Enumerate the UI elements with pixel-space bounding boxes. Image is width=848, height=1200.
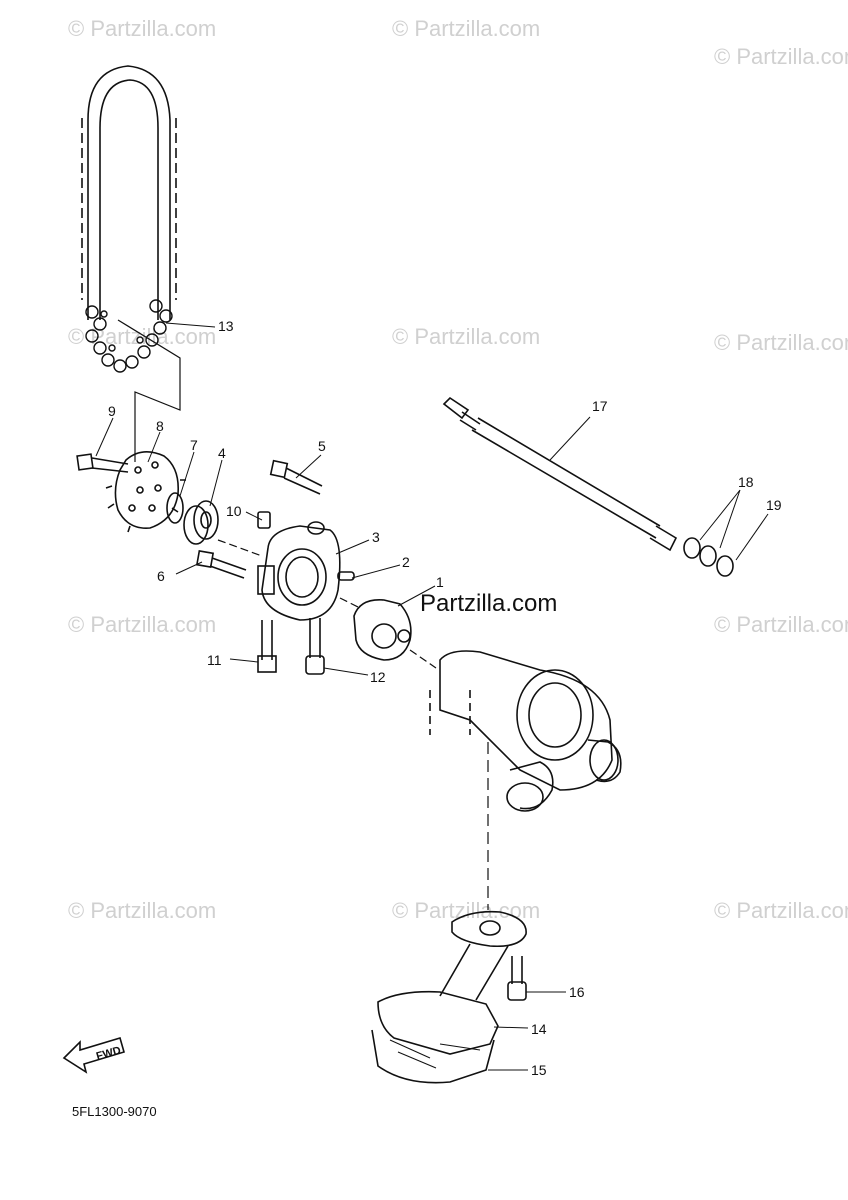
fwd-label: FWD: [95, 1044, 122, 1062]
center-watermark: Partzilla.com: [420, 590, 558, 617]
callout-14: 14: [531, 1021, 547, 1037]
callout-11: 11: [207, 652, 222, 668]
callout-17: 17: [592, 398, 608, 414]
fwd-arrow-icon: [62, 1037, 125, 1074]
callout-19: 19: [766, 497, 782, 513]
callout-2: 2: [402, 554, 410, 570]
o-ring-18: [683, 537, 701, 559]
callout-10: 10: [226, 503, 242, 519]
sprocket: [105, 451, 186, 533]
watermark: © Partzilla.com: [392, 898, 541, 923]
callout-3: 3: [372, 529, 380, 545]
callout-4: 4: [218, 445, 226, 461]
o-ring-18b: [699, 545, 717, 567]
bearing: [183, 500, 219, 545]
bolt-12: [305, 618, 325, 675]
watermark: © Partzilla.com: [392, 324, 541, 349]
oil-strainer: [371, 910, 527, 1084]
o-ring-19: [716, 555, 734, 577]
callout-16: 16: [569, 984, 585, 1000]
callout-8: 8: [156, 418, 164, 434]
bolt-5: [269, 459, 323, 495]
bolt-11: [257, 620, 277, 673]
dowel-10: [257, 511, 271, 529]
watermark: © Partzilla.com: [714, 330, 848, 355]
bolt-16: [507, 956, 527, 1001]
callout-5: 5: [318, 438, 326, 454]
callout-18: 18: [738, 474, 754, 490]
watermark: © Partzilla.com: [68, 612, 217, 637]
drive-chain: [81, 65, 181, 462]
pump-cover: [257, 521, 341, 621]
watermark: © Partzilla.com: [68, 898, 217, 923]
callout-12: 12: [370, 669, 386, 685]
diagram-code: 5FL1300-9070: [72, 1104, 157, 1119]
watermark: © Partzilla.com: [714, 612, 848, 637]
o-ring-7: [166, 492, 184, 524]
callout-6: 6: [157, 568, 165, 584]
callout-1: 1: [436, 574, 444, 590]
watermark: © Partzilla.com: [68, 324, 217, 349]
watermark: © Partzilla.com: [392, 16, 541, 41]
bolt-6: [195, 549, 247, 579]
watermark: © Partzilla.com: [714, 898, 848, 923]
drive-shaft: [442, 396, 678, 552]
bolt-9: [76, 453, 129, 473]
callout-15: 15: [531, 1062, 547, 1078]
watermark: © Partzilla.com: [68, 16, 217, 41]
callout-9: 9: [108, 403, 116, 419]
pump-rotor: [353, 599, 412, 661]
pin-2: [337, 571, 355, 581]
callout-13: 13: [218, 318, 234, 334]
pump-housing: [429, 650, 622, 812]
watermark: © Partzilla.com: [714, 44, 848, 69]
callout-7: 7: [190, 437, 198, 453]
